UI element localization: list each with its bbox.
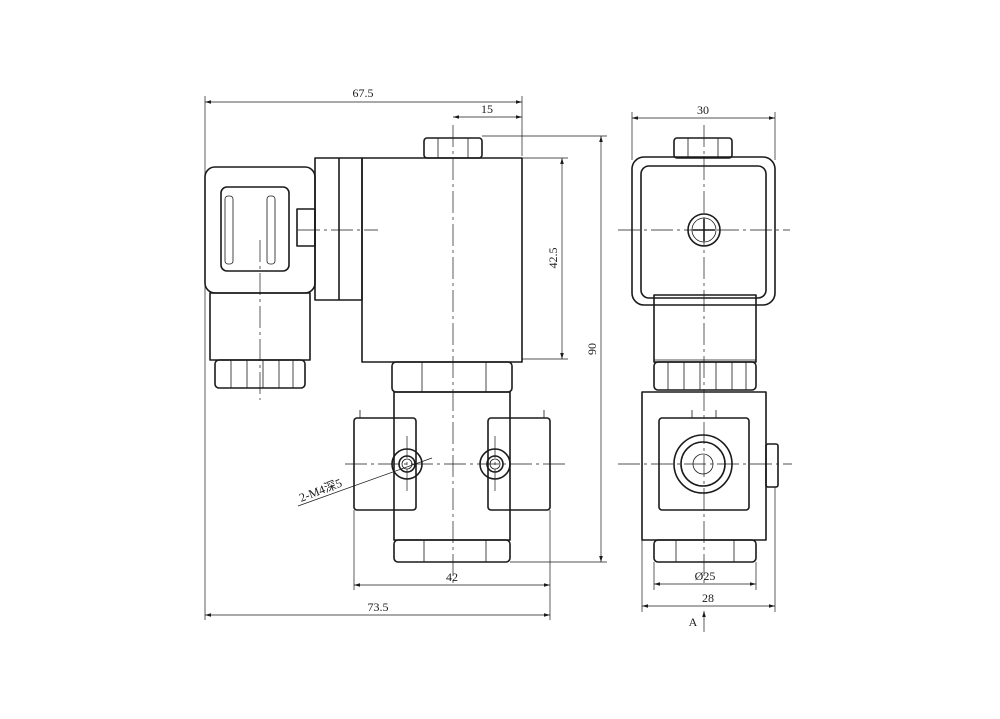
dim-67-5: 67.5	[353, 86, 374, 100]
view-marker-a: A	[689, 615, 698, 629]
dim-28: 28	[702, 591, 714, 605]
front-coil	[314, 157, 523, 363]
side-centerlines	[618, 125, 792, 585]
front-dimensions	[204, 96, 607, 620]
side-dimensions	[631, 112, 776, 632]
front-bottom-nut	[393, 539, 511, 563]
side-dimension-labels: 30 Ø25 28 A	[689, 103, 716, 629]
dim-42: 42	[446, 570, 458, 584]
side-cable-gland	[653, 361, 757, 391]
dim-30: 30	[697, 103, 709, 117]
side-connector	[631, 156, 776, 306]
dim-15: 15	[481, 102, 493, 116]
dim-73-5: 73.5	[368, 600, 389, 614]
side-view: 30 Ø25 28 A	[618, 103, 792, 632]
front-view: 67.5 15 42.5 90 42 73.5 2-M4深5	[204, 86, 607, 620]
front-hex-nut	[391, 361, 513, 393]
front-dimension-labels: 67.5 15 42.5 90 42 73.5 2-M4深5	[297, 86, 599, 614]
front-centerlines	[259, 125, 568, 585]
dim-diameter-25: Ø25	[695, 569, 716, 583]
dim-42-5: 42.5	[546, 248, 560, 269]
side-top-nut	[673, 137, 733, 159]
dim-90: 90	[585, 343, 599, 355]
side-bottom-nut	[653, 539, 757, 563]
front-valve-body	[353, 391, 551, 541]
mount-holes-callout: 2-M4深5	[297, 476, 344, 505]
side-valve-body	[641, 391, 779, 541]
